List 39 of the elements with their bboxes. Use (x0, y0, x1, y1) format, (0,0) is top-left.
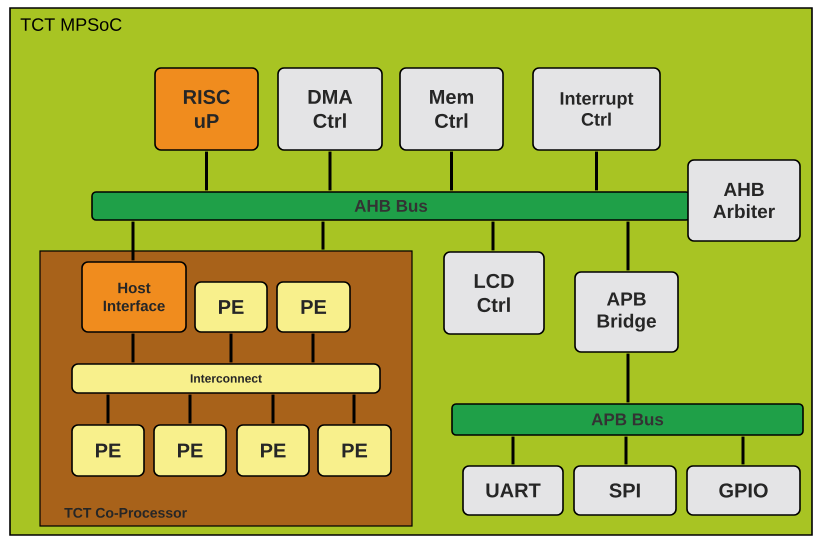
bus-bar: APB Bus (451, 403, 804, 436)
controller-box: DMA Ctrl (277, 67, 383, 151)
interconnect-bar: Interconnect (71, 363, 381, 394)
controller-box: LCD Ctrl (443, 251, 545, 335)
connector-line (742, 436, 744, 464)
connector-line (312, 334, 314, 362)
pe-box: PE (153, 424, 227, 477)
peripheral-box: UART (462, 465, 564, 516)
connector-line (512, 436, 514, 464)
connector-line (188, 394, 192, 424)
connector-line (595, 152, 598, 190)
bridge-box: APB Bridge (574, 271, 679, 353)
pe-box: PE (317, 424, 392, 477)
connector-line (450, 152, 453, 190)
connector-line (106, 394, 110, 424)
connector-line (352, 394, 356, 424)
processor-box: RISC uP (154, 67, 259, 151)
connector-line (132, 222, 134, 260)
bus-bar: AHB Bus (91, 191, 691, 221)
arbiter-box: AHB Arbiter (687, 159, 801, 242)
peripheral-box: SPI (573, 465, 677, 516)
pe-box: PE (71, 424, 145, 477)
connector-line (626, 354, 630, 402)
connector-line (322, 222, 324, 250)
connector-line (205, 152, 208, 190)
peripheral-box: GPIO (686, 465, 801, 516)
controller-box: Mem Ctrl (399, 67, 504, 151)
connector-line (328, 152, 332, 190)
controller-box: Interrupt Ctrl (532, 67, 661, 151)
connector-line (624, 436, 628, 464)
connector-line (272, 394, 274, 424)
connector-line (230, 334, 232, 362)
connector-line (132, 334, 134, 362)
connector-line (492, 222, 494, 250)
interface-box: Host Interface (81, 261, 187, 333)
connector-line (626, 222, 630, 270)
pe-box: PE (194, 281, 268, 333)
pe-box: PE (276, 281, 351, 333)
pe-box: PE (236, 424, 310, 477)
